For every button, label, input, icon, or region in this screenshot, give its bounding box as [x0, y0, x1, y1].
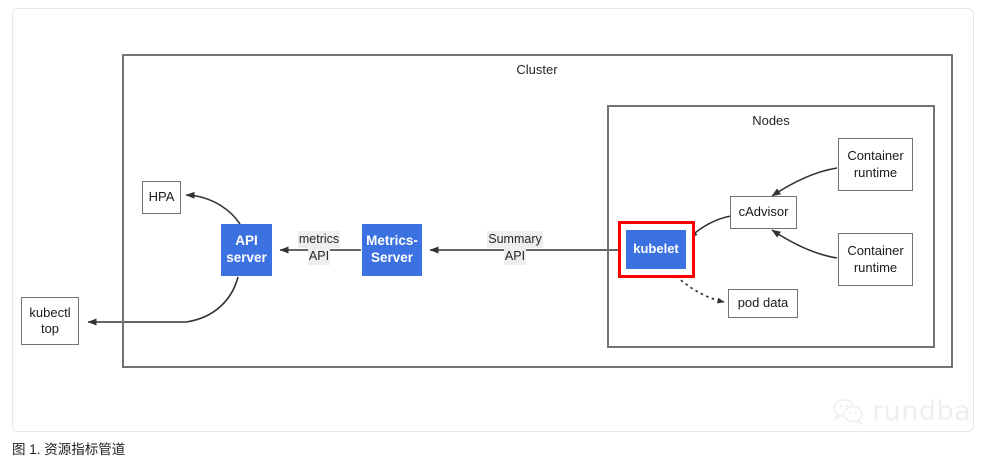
node-metrics-server[interactable]: Metrics- Server	[362, 224, 422, 276]
edge-api-server-to-kubectl-top	[87, 276, 239, 326]
node-metrics-server-line2: Server	[370, 250, 414, 265]
node-api-server[interactable]: API server	[221, 224, 272, 276]
node-kubectl-top[interactable]: kubectl top	[21, 297, 79, 345]
node-pod-data-label: pod data	[737, 295, 789, 311]
node-kubelet[interactable]: kubelet	[626, 230, 686, 269]
group-box-nodes	[607, 105, 935, 348]
group-label-cluster: Cluster	[516, 62, 558, 77]
edge-label-summary-api-line2: API	[503, 247, 527, 265]
node-container-runtime-1-line2: runtime	[853, 164, 898, 180]
node-container-runtime-1-line1: Container	[847, 148, 904, 164]
node-hpa[interactable]: HPA	[142, 181, 181, 214]
node-container-runtime-1[interactable]: Container runtime	[838, 138, 913, 191]
edge-container-runtime-1-to-cadvisor	[771, 167, 838, 197]
group-box-cluster	[122, 54, 953, 368]
node-api-server-line2: server	[226, 250, 267, 265]
edge-container-runtime-2-to-cadvisor	[771, 229, 838, 259]
edge-label-summary-api-line1: Summary	[487, 231, 543, 248]
edge-label-metrics-api-line2: API	[307, 247, 331, 265]
resource-metrics-pipeline-diagram: Cluster Nodes HPA kubectl top API server…	[21, 54, 953, 368]
node-container-runtime-2[interactable]: Container runtime	[838, 233, 913, 286]
edge-api-server-to-hpa	[185, 191, 241, 225]
node-hpa-label: HPA	[148, 189, 175, 205]
edge-label-metrics-api: metrics API	[283, 231, 355, 265]
watermark: rundba	[832, 396, 971, 427]
node-cadvisor[interactable]: cAdvisor	[730, 196, 797, 229]
node-kubectl-top-line1: kubectl	[29, 304, 71, 320]
content-card-frame	[12, 8, 974, 432]
edge-kubelet-to-pod-data	[671, 271, 725, 304]
node-kubelet-label: kubelet	[633, 241, 679, 257]
node-api-server-line1: API	[235, 233, 258, 249]
edge-label-summary-api: Summary API	[478, 231, 552, 265]
edge-label-metrics-api-line1: metrics	[297, 231, 341, 248]
node-kubectl-top-line2: top	[40, 321, 60, 336]
figure-caption: 图 1. 资源指标管道	[12, 442, 126, 457]
node-container-runtime-2-line2: runtime	[853, 259, 898, 275]
group-label-nodes: Nodes	[752, 113, 790, 128]
node-pod-data[interactable]: pod data	[728, 289, 798, 318]
node-container-runtime-2-line1: Container	[847, 243, 904, 259]
wechat-bubbles-icon	[833, 398, 865, 426]
node-cadvisor-label: cAdvisor	[738, 204, 789, 220]
watermark-text: rundba	[872, 396, 972, 427]
node-metrics-server-line1: Metrics-	[366, 233, 418, 249]
